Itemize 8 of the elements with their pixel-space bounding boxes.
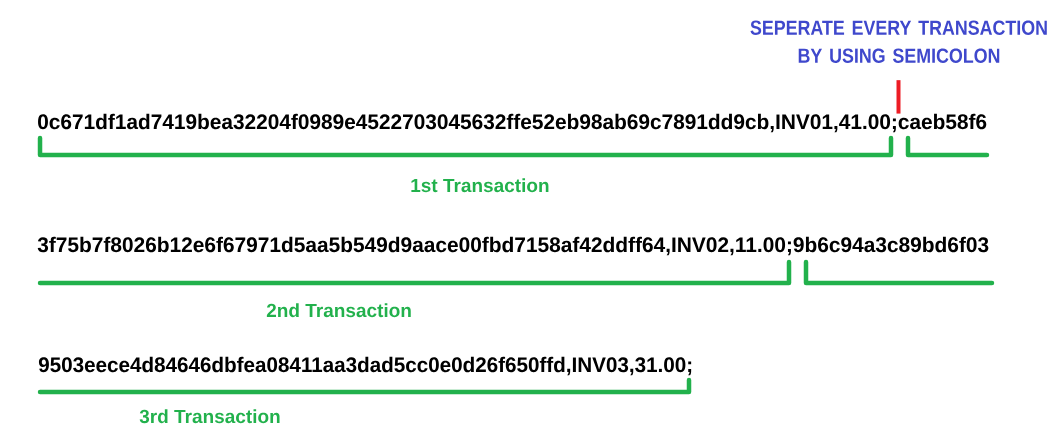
data-string: 3f75b7f8026b12e6f67971d5aa5b549d9aace00fbd7158af42ddff64,INV02,11.00;9b6c94a3c89bd6f03 [37,236,989,256]
transaction-label: 1st Transaction [411,178,549,193]
transaction-label: 2nd Transaction [266,303,411,318]
note-text: SEPERATE EVERY TRANSACTION BY USING SEMICOLON [750,20,1047,63]
transaction-label: 3rd Transaction [139,409,280,424]
data-string: 0c671df1ad7419bea32204f0989e4522703045632ffe52eb98ab69c7891dd9cb,INV01,41.00;caeb58f6 [38,113,987,133]
leader-line [896,80,901,114]
data-string: 9503eece4d84646dbfea08411aa3dad5cc0e0d26f650ffd,INV03,31.00; [38,356,692,376]
